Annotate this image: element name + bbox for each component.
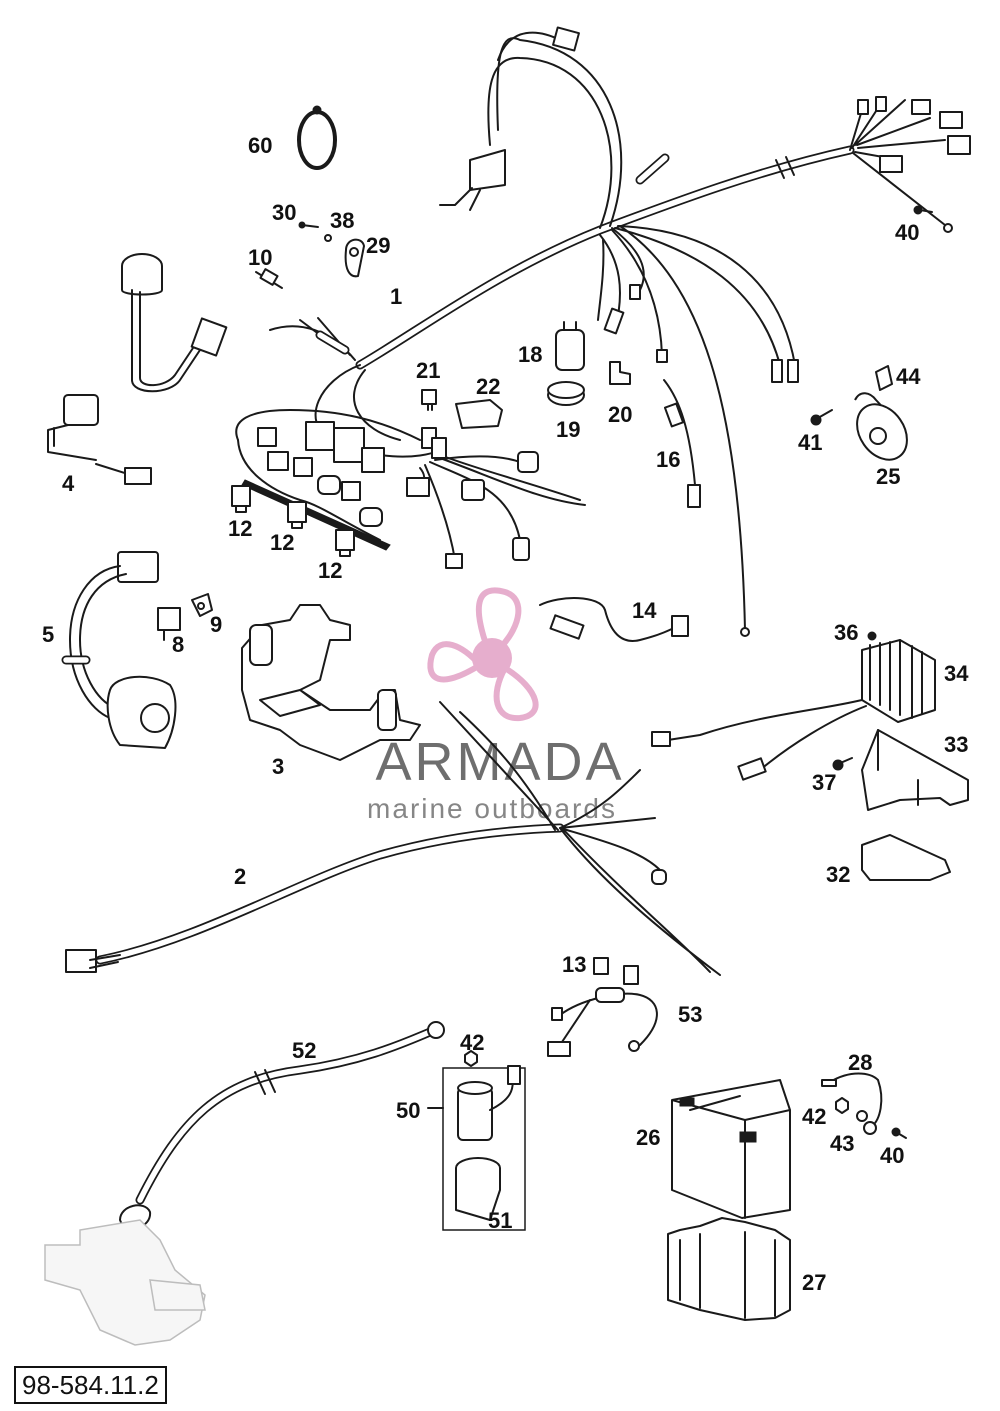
main-wiring-harness (235, 26, 971, 637)
label-part-33: 33 (944, 732, 968, 757)
handlebar-switch-5 (61, 551, 177, 749)
label-part-42: 42 (460, 1030, 484, 1055)
clamp-29 (344, 238, 365, 278)
watermark: ARMADA marine outboards (367, 587, 624, 824)
label-part-25: 25 (876, 464, 900, 489)
starter-motor (44, 1219, 206, 1346)
label-part-5: 5 (42, 622, 54, 647)
cover-32 (861, 834, 951, 881)
label-part-43: 43 (830, 1131, 854, 1156)
fuses-12 (231, 485, 355, 557)
label-part-51: 51 (488, 1208, 512, 1233)
nut-42b (835, 1097, 849, 1114)
watermark-propeller-logo (427, 587, 539, 722)
battery-tray-27 (667, 1217, 791, 1321)
label-part-19: 19 (556, 417, 580, 442)
label-part-12: 12 (228, 516, 252, 541)
regulator-34 (651, 631, 936, 781)
label-part-13: 13 (562, 952, 586, 977)
screw-41 (810, 409, 833, 426)
label-part-12: 12 (318, 558, 342, 583)
label-part-38: 38 (330, 208, 354, 233)
bracket-9 (191, 593, 213, 617)
connector-22 (455, 399, 503, 429)
label-part-60: 60 (248, 133, 272, 158)
bracket-33 (861, 729, 969, 811)
relay-holder-51 (455, 1157, 501, 1221)
battery-cable-28 (821, 1072, 883, 1135)
starter-relay-50 (427, 1065, 526, 1231)
starter-cable-52 (119, 1021, 445, 1230)
label-part-32: 32 (826, 862, 850, 887)
screw-37 (832, 757, 853, 771)
bracket-20 (609, 361, 631, 385)
cable-tie (297, 105, 337, 170)
sensor-16 (663, 379, 701, 508)
label-part-8: 8 (172, 632, 184, 657)
screw-30 (298, 221, 319, 229)
label-part-40: 40 (880, 1143, 904, 1168)
label-part-30: 30 (272, 200, 296, 225)
capacitor-18 (555, 321, 585, 371)
switch-4 (47, 394, 152, 485)
ignition-sensor (121, 253, 228, 393)
wiring-harness-2 (65, 701, 721, 976)
label-part-14: 14 (632, 598, 657, 623)
label-part-53: 53 (678, 1002, 702, 1027)
label-part-29: 29 (366, 233, 390, 258)
watermark-tagline: marine outboards (367, 793, 617, 824)
relay-21 (421, 389, 437, 411)
label-part-41: 41 (798, 430, 822, 455)
horn-25 (854, 365, 908, 461)
label-part-50: 50 (396, 1098, 420, 1123)
screw-40b (891, 1127, 907, 1139)
battery-26 (671, 1079, 791, 1219)
label-part-9: 9 (210, 612, 222, 637)
label-part-44: 44 (896, 364, 921, 389)
holder-19 (547, 381, 585, 406)
label-part-4: 4 (62, 471, 75, 496)
label-part-52: 52 (292, 1038, 316, 1063)
label-part-3: 3 (272, 754, 284, 779)
label-part-12: 12 (270, 530, 294, 555)
label-part-40: 40 (895, 220, 919, 245)
watermark-brand: ARMADA (375, 732, 624, 792)
label-part-34: 34 (944, 661, 969, 686)
label-part-26: 26 (636, 1125, 660, 1150)
label-part-21: 21 (416, 358, 440, 383)
label-part-42: 42 (802, 1104, 826, 1129)
label-part-10: 10 (248, 245, 272, 270)
diode-10 (255, 268, 283, 289)
fuse-holder-53 (547, 957, 658, 1057)
label-part-1: 1 (390, 284, 402, 309)
label-part-28: 28 (848, 1050, 872, 1075)
label-part-27: 27 (802, 1270, 826, 1295)
nut-42a (464, 1050, 478, 1067)
bracket-3 (241, 604, 421, 761)
label-part-22: 22 (476, 374, 500, 399)
part-labels: 60 30 38 29 10 1 21 22 18 19 20 16 40 44… (42, 133, 969, 1295)
washer-38 (324, 234, 332, 242)
label-part-36: 36 (834, 620, 858, 645)
lambda-sensor-14 (539, 597, 689, 642)
washer-43 (856, 1110, 868, 1122)
label-part-2: 2 (234, 864, 246, 889)
label-part-16: 16 (656, 447, 680, 472)
screw-40a (913, 205, 933, 215)
relay-8 (157, 607, 181, 641)
label-part-18: 18 (518, 342, 542, 367)
figure-number: 98-584.11.2 (14, 1366, 167, 1404)
label-part-20: 20 (608, 402, 632, 427)
label-part-37: 37 (812, 770, 836, 795)
